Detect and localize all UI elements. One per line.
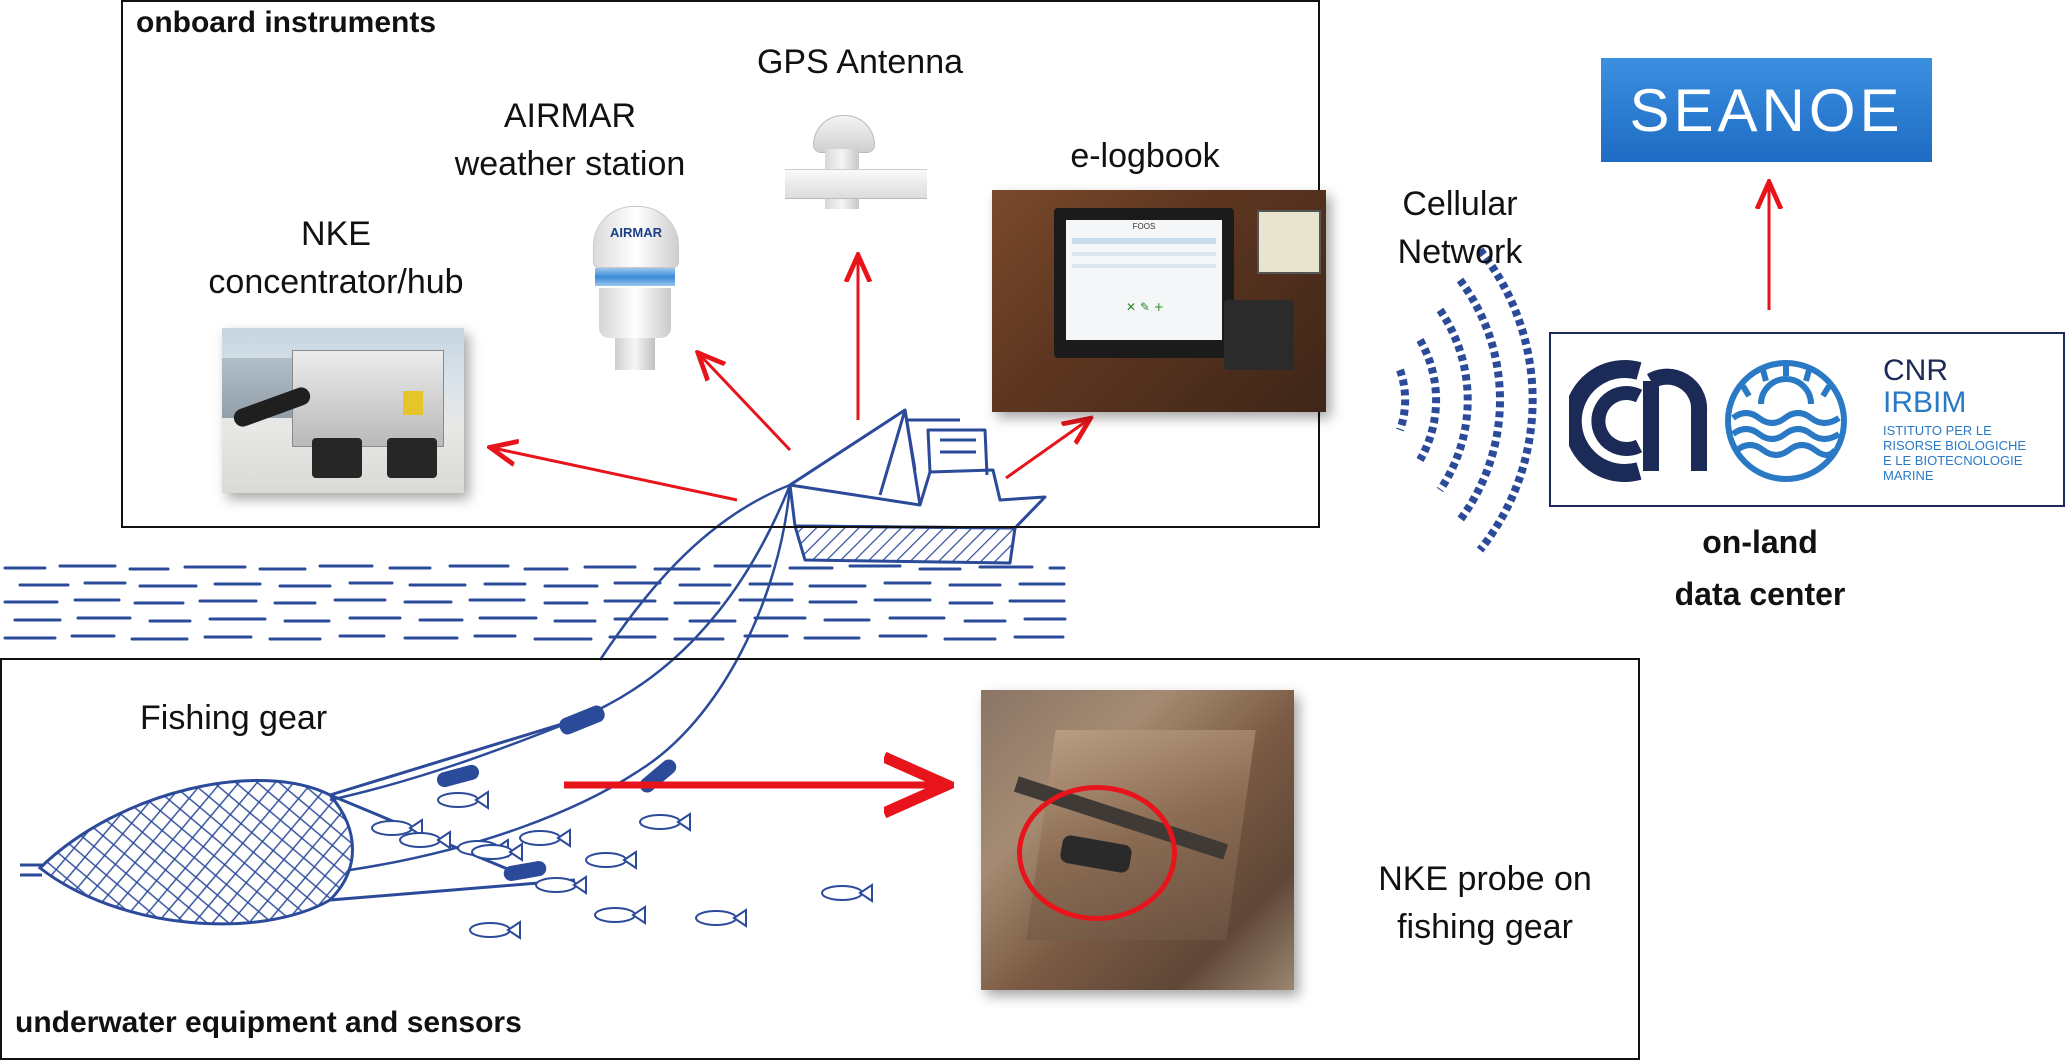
onboard-instruments-title: onboard instruments — [136, 6, 437, 39]
nke-probe-label-line2: fishing gear — [1397, 908, 1573, 946]
cellular-network-label-line1: Cellular — [1402, 185, 1518, 223]
seanoe-logo: SEANOE — [1601, 58, 1932, 162]
hub-label-sticker — [403, 391, 423, 415]
institute-line-3: E LE BIOTECNOLOGIE — [1883, 453, 2023, 468]
underwater-equipment-box — [0, 658, 1640, 1060]
hub-foot-right — [387, 438, 437, 478]
nke-concentrator-hub-photo — [222, 328, 464, 493]
irbim-text: IRBIM — [1883, 386, 1967, 419]
seanoe-logo-text: SEANOE — [1629, 76, 1904, 144]
elogbook-screen-row — [1072, 252, 1216, 256]
sea-surface — [3, 564, 1067, 641]
airmar-label-line1: AIRMAR — [503, 97, 637, 135]
elogbook-screen-icons: ✕ ✎ + — [1126, 300, 1164, 314]
datacenter-label-line2: data center — [1674, 576, 1846, 612]
gps-pole — [785, 169, 927, 199]
gps-antenna-photo — [785, 105, 927, 235]
elogbook-instrument — [1257, 210, 1321, 274]
gps-dome — [813, 115, 875, 153]
fishing-gear-label: Fishing gear — [140, 699, 328, 737]
hub-foot-left — [312, 438, 362, 478]
airmar-body: AIRMAR — [593, 206, 679, 268]
fishing-boat-sketch — [788, 408, 1047, 565]
elogbook-screen: FOOS ✕ ✎ + — [1066, 220, 1222, 340]
airmar-stem — [615, 338, 655, 370]
airmar-weather-station-photo: AIRMAR — [585, 200, 685, 375]
elogbook-screen-bar — [1072, 238, 1216, 244]
cnr-text: CNR — [1883, 354, 1948, 387]
trawl-net — [20, 705, 677, 926]
institute-line-2: RISORSE BIOLOGICHE — [1883, 438, 2027, 453]
probe-highlight-circle — [1017, 785, 1177, 921]
cnr-irbim-logo-box: CNR IRBIM ISTITUTO PER LE RISORSE BIOLOG… — [1549, 332, 2065, 507]
cellular-waves-icon — [1396, 247, 1537, 553]
elogbook-radio — [1224, 300, 1294, 370]
hub-box — [292, 350, 444, 447]
elogbook-screen-row — [1072, 264, 1216, 268]
airmar-band — [595, 268, 675, 286]
elogbook-label: e-logbook — [1070, 137, 1220, 175]
airmar-brand-text: AIRMAR — [610, 225, 662, 240]
nke-hub-label-line2: concentrator/hub — [208, 263, 464, 301]
nke-hub-label-line1: NKE — [301, 215, 371, 253]
gps-antenna-label: GPS Antenna — [756, 43, 964, 81]
irbim-logo-icon — [1725, 360, 1847, 482]
nke-probe-label-line1: NKE probe on — [1378, 860, 1592, 898]
elogbook-photo: FOOS ✕ ✎ + — [992, 190, 1326, 412]
elogbook-monitor: FOOS ✕ ✎ + — [1054, 208, 1234, 358]
airmar-label-line2: weather station — [454, 145, 686, 183]
data-flow-arrows — [493, 185, 1769, 785]
nke-probe-photo — [981, 690, 1294, 990]
underwater-equipment-title: underwater equipment and sensors — [15, 1006, 522, 1039]
institute-line-4: MARINE — [1883, 468, 1934, 483]
elogbook-screen-title: FOOS — [1132, 222, 1156, 231]
cellular-network-label-line2: Network — [1397, 233, 1523, 271]
cnr-logo-icon — [1569, 360, 1708, 482]
datacenter-label-line1: on-land — [1702, 524, 1818, 560]
institute-line-1: ISTITUTO PER LE — [1883, 423, 1992, 438]
fish-school — [371, 790, 873, 940]
airmar-base — [599, 288, 671, 338]
